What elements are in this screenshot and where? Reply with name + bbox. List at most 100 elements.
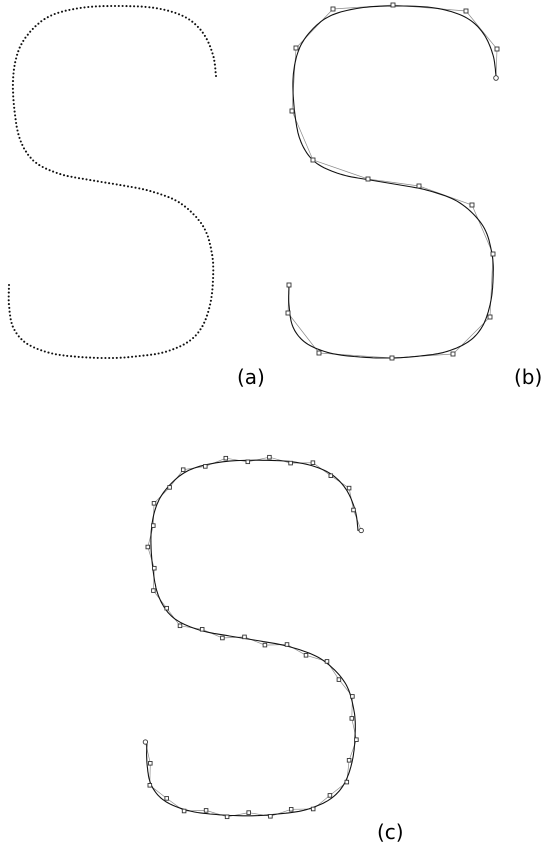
- sample-point: [98, 5, 101, 8]
- sample-point: [79, 6, 82, 9]
- control-point: [293, 45, 299, 51]
- sample-point: [66, 354, 69, 357]
- sample-point: [205, 314, 209, 317]
- sample-point: [12, 99, 15, 102]
- sample-point: [207, 41, 210, 44]
- sample-point: [192, 213, 195, 216]
- sample-point: [194, 334, 197, 337]
- sample-point: [213, 63, 216, 66]
- sample-point: [59, 173, 62, 176]
- sample-point: [149, 190, 152, 193]
- control-point: [493, 75, 499, 81]
- sample-point: [8, 310, 11, 313]
- sample-point: [203, 321, 206, 324]
- sample-point: [8, 306, 11, 309]
- sample-point: [141, 188, 145, 191]
- sample-point: [144, 5, 147, 8]
- sample-point: [152, 191, 156, 194]
- control-point: [142, 739, 149, 745]
- sample-point: [123, 184, 126, 187]
- sample-point: [182, 343, 185, 346]
- control-point: [349, 716, 355, 721]
- sample-point: [40, 349, 43, 352]
- sample-point: [24, 150, 28, 153]
- panel-b-label: (b): [514, 365, 542, 389]
- sample-point: [21, 143, 24, 146]
- control-point: [181, 808, 187, 814]
- control-point: [164, 605, 169, 611]
- sample-point: [214, 67, 217, 70]
- sample-point: [213, 59, 216, 62]
- sample-point: [19, 140, 22, 143]
- sample-point: [121, 4, 124, 8]
- sample-point: [12, 91, 15, 94]
- sample-point: [64, 9, 67, 12]
- sample-point: [51, 352, 54, 355]
- sample-point: [96, 356, 99, 359]
- sample-point: [119, 184, 122, 187]
- sample-point: [72, 8, 75, 11]
- control-point: [310, 806, 316, 812]
- control-point: [220, 635, 225, 641]
- sample-point: [204, 318, 207, 321]
- control-point: [180, 467, 186, 472]
- sample-point: [54, 353, 57, 356]
- sample-point: [196, 25, 199, 28]
- sample-point: [197, 331, 200, 334]
- sample-point: [191, 20, 194, 23]
- sample-point: [29, 30, 32, 33]
- sample-point: [10, 321, 13, 325]
- sample-point: [22, 39, 25, 42]
- control-point: [147, 783, 153, 788]
- sample-point: [75, 7, 78, 10]
- sample-point: [17, 133, 20, 136]
- control-point: [490, 251, 496, 257]
- control-point: [164, 796, 169, 801]
- sample-point: [16, 129, 19, 132]
- panel-b-coarse-spline: [285, 2, 500, 361]
- sample-point: [7, 295, 10, 298]
- sample-point: [202, 225, 205, 228]
- sample-point: [91, 5, 94, 8]
- sample-point: [210, 292, 214, 295]
- sample-point: [207, 310, 210, 313]
- control-point: [177, 623, 183, 629]
- sample-point: [11, 87, 14, 90]
- sample-point: [89, 179, 92, 182]
- control-point: [330, 6, 336, 12]
- sample-point: [23, 340, 26, 343]
- sample-point: [206, 235, 209, 238]
- control-point: [151, 501, 157, 506]
- sample-point: [214, 71, 217, 74]
- sample-point: [208, 307, 211, 310]
- sample-point: [96, 180, 99, 183]
- sample-point: [210, 48, 213, 51]
- sample-point: [100, 180, 103, 184]
- sample-point: [43, 350, 46, 353]
- sample-point: [57, 11, 60, 14]
- sample-point: [33, 346, 36, 349]
- sample-point: [211, 52, 214, 55]
- sample-point: [212, 276, 215, 280]
- sample-point: [53, 12, 56, 16]
- sample-point: [38, 164, 41, 167]
- sample-point: [157, 352, 160, 355]
- control-point: [365, 176, 371, 182]
- sample-point: [62, 174, 66, 177]
- control-point: [324, 659, 330, 664]
- sample-point: [161, 351, 164, 354]
- sample-point: [81, 177, 84, 180]
- sample-point: [13, 64, 16, 67]
- sample-point: [210, 295, 213, 299]
- control-point: [310, 460, 316, 465]
- sample-point: [203, 34, 206, 37]
- control-point: [285, 310, 291, 316]
- sample-point: [58, 353, 61, 356]
- sample-point: [211, 257, 214, 260]
- sample-point: [125, 5, 128, 8]
- sample-point: [7, 291, 10, 294]
- sample-point: [212, 261, 215, 264]
- sample-point: [13, 328, 16, 332]
- sample-point: [142, 354, 145, 357]
- sample-point: [111, 356, 115, 360]
